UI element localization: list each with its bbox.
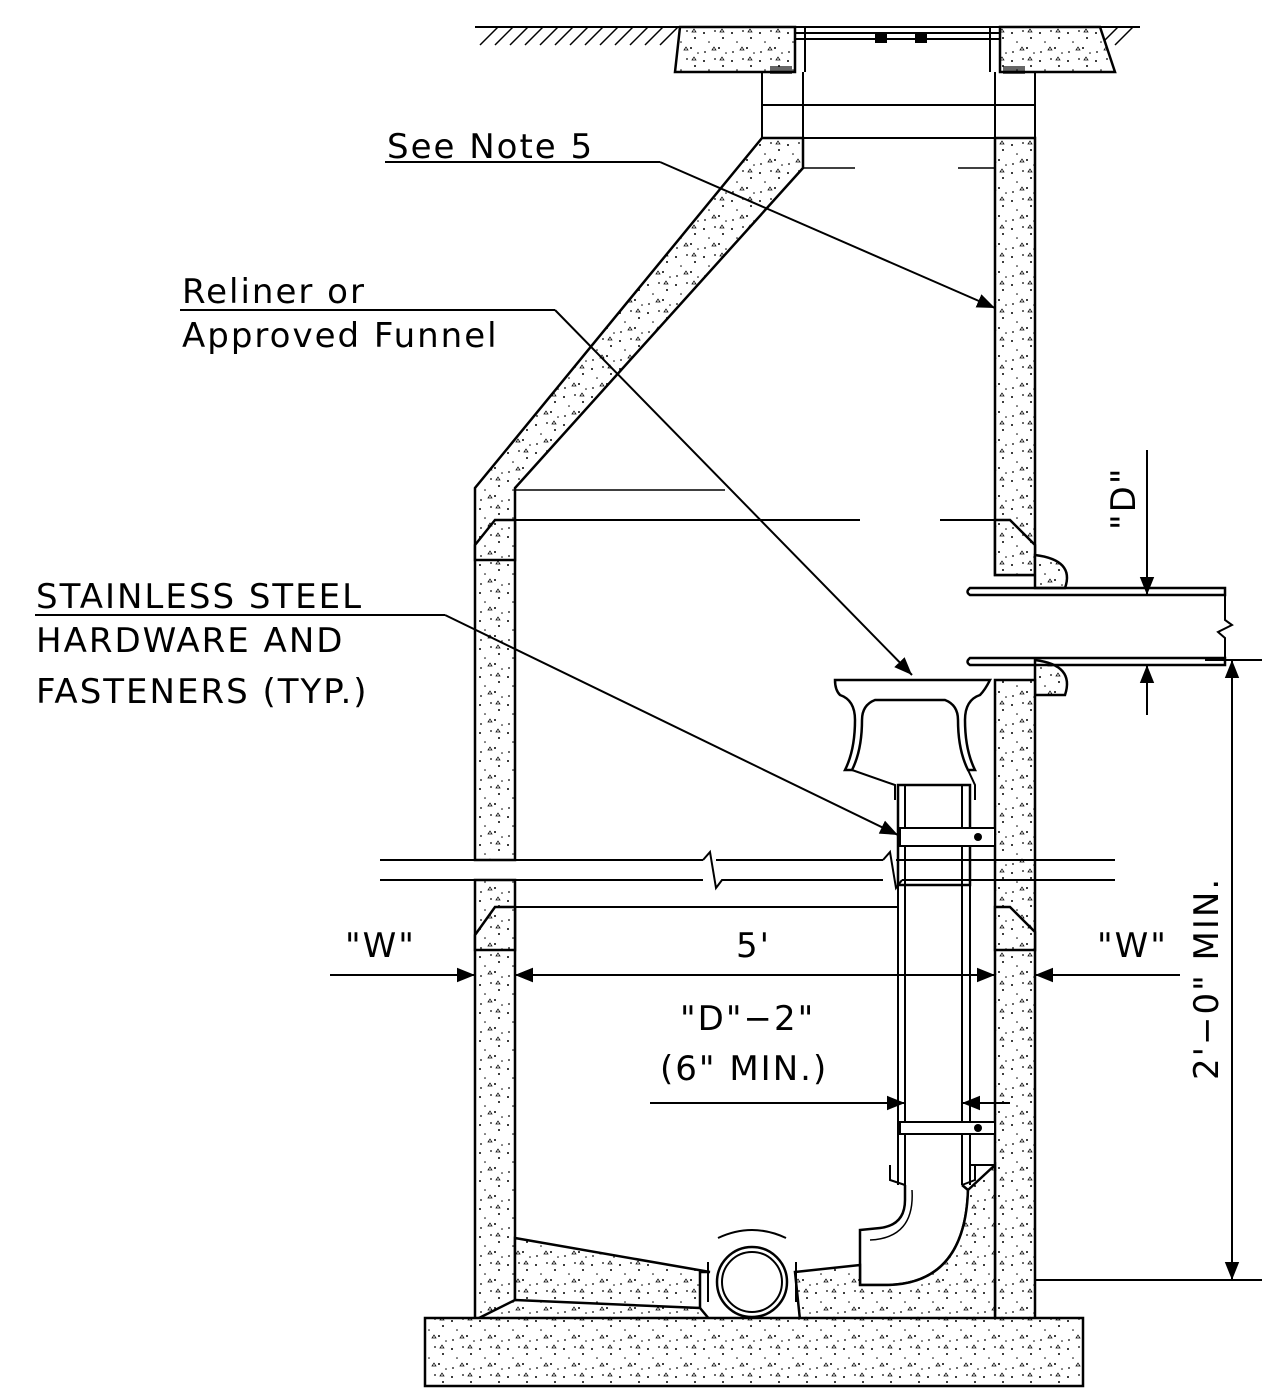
label-dim-w-left: "W"	[345, 926, 416, 966]
adjusting-rings	[761, 72, 1036, 140]
grout-upper	[1033, 553, 1069, 590]
leader-stainless	[35, 614, 899, 836]
label-reliner-line2: Approved Funnel	[182, 316, 499, 356]
manhole-cover	[770, 26, 1025, 74]
joint-left-lower	[473, 905, 517, 952]
label-dim-d-minus2: "D"−2"	[680, 999, 815, 1039]
outlet-pipe	[707, 1229, 797, 1319]
break-line	[380, 849, 1115, 891]
dim-2ft-arrows	[1035, 659, 1262, 1281]
label-dim-5ft: 5'	[736, 926, 771, 966]
joint-left-upper	[473, 518, 517, 562]
label-dim-6min: (6" MIN.)	[660, 1049, 828, 1089]
label-dim-2ft-min: 2'−0" MIN.	[1187, 877, 1227, 1080]
riser-wall-right	[993, 136, 1037, 577]
leader-note5	[385, 161, 996, 309]
bench-fill-right	[793, 1162, 997, 1322]
label-dim-w-right: "W"	[1097, 926, 1168, 966]
label-see-note-5: See Note 5	[387, 127, 594, 167]
wall-right-lower	[993, 678, 1037, 1322]
cone-wall-left	[473, 136, 805, 862]
top-collar-right	[998, 25, 1117, 74]
joint-right-lower	[993, 905, 1037, 952]
drop-pipe	[889, 783, 996, 1186]
ground-surface	[475, 26, 1140, 46]
label-dim-d: "D"	[1104, 467, 1144, 530]
label-stainless-line1: STAINLESS STEEL	[36, 577, 363, 617]
inlet-pipe	[966, 586, 1234, 667]
label-stainless-line2: HARDWARE AND	[36, 621, 344, 661]
label-reliner-line1: Reliner or	[182, 272, 366, 312]
label-stainless-line3: FASTENERS (TYP.)	[36, 672, 369, 712]
grout-lower	[1033, 658, 1069, 697]
leader-reliner	[180, 309, 913, 676]
funnel	[833, 678, 993, 800]
top-collar-left	[673, 25, 797, 74]
base-slab	[423, 1316, 1085, 1388]
